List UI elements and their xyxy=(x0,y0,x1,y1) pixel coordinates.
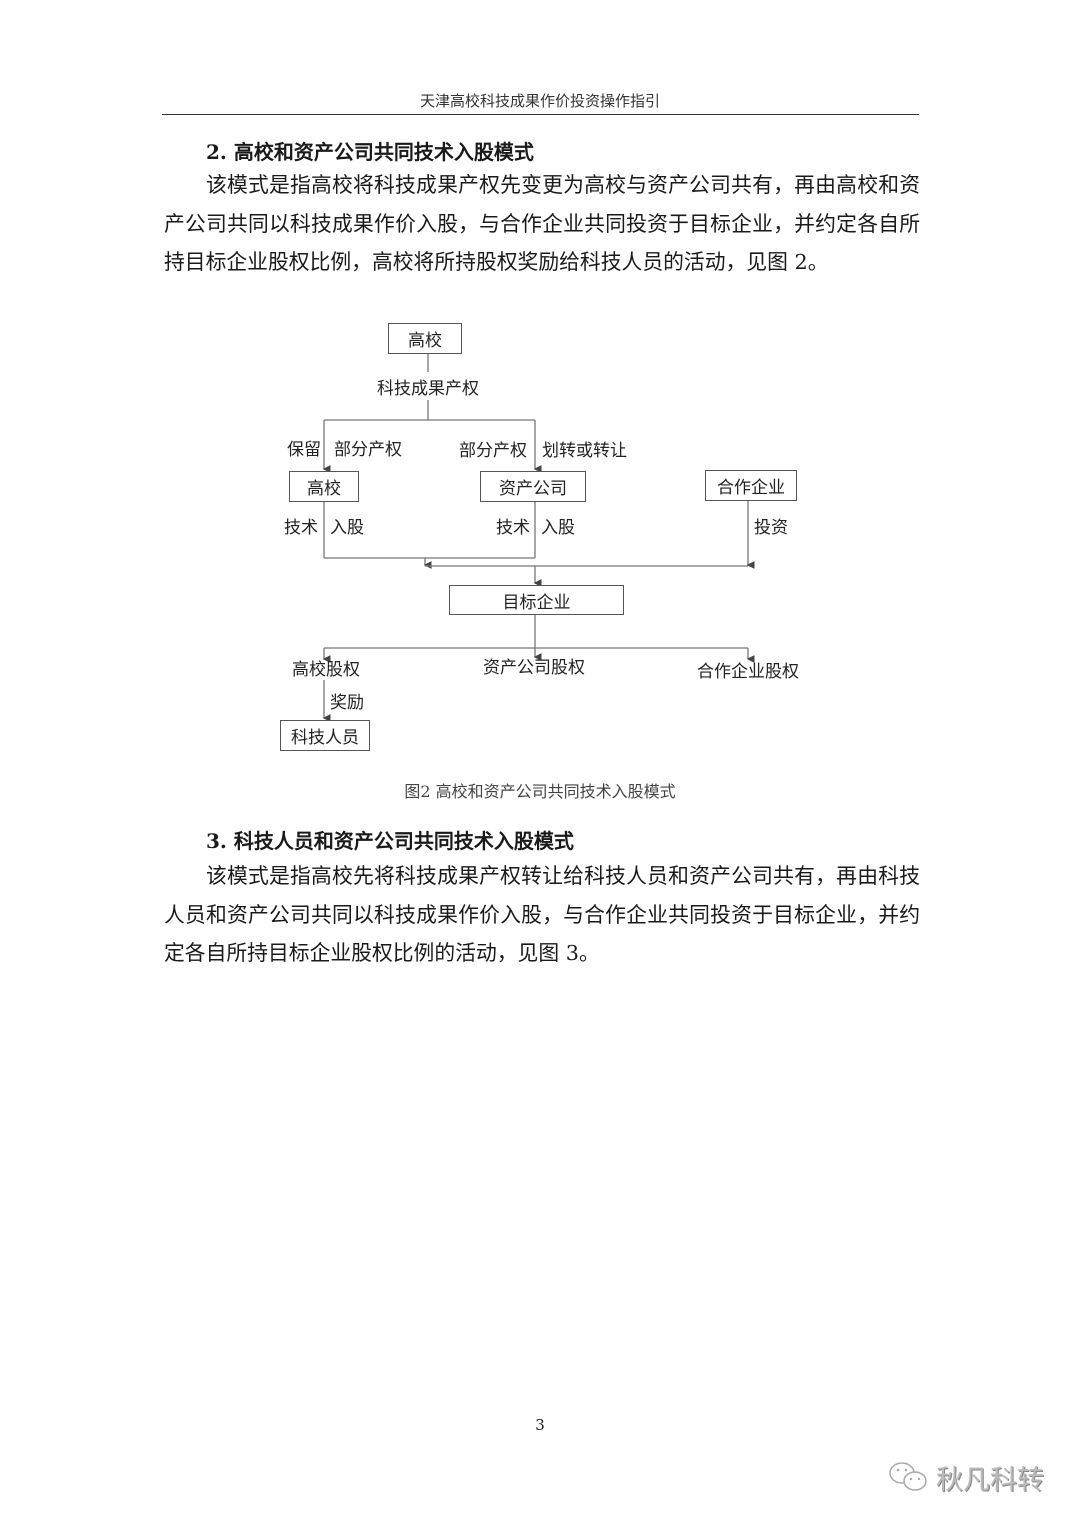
university-box: 高校 xyxy=(289,471,359,502)
university-top-box: 高校 xyxy=(388,323,462,354)
staff-box: 科技人员 xyxy=(280,720,370,751)
tech-right-label: 技术 xyxy=(496,518,530,538)
section-3-heading: 3. 科技人员和资产公司共同技术入股模式 xyxy=(206,829,574,853)
wechat-icon xyxy=(889,1461,927,1491)
watermark-text: 秋凡科转 xyxy=(936,1465,1044,1496)
flow-diagram: 高校 科技成果产权 保留 部分产权 部分产权 划转或转让 高校 资产公司 合作企… xyxy=(280,323,799,751)
tech-left-label: 技术 xyxy=(284,518,318,538)
equity-right-label: 入股 xyxy=(541,518,575,538)
invest-label: 投资 xyxy=(754,518,788,538)
transfer-label: 划转或转让 xyxy=(542,441,627,461)
target-company-box: 目标企业 xyxy=(449,585,624,615)
partner-equity-label: 合作企业股权 xyxy=(697,662,799,682)
university-equity-label: 高校股权 xyxy=(292,660,360,680)
partial-ip-left-label: 部分产权 xyxy=(334,440,402,460)
asset-company-box: 资产公司 xyxy=(480,471,586,502)
reward-label: 奖励 xyxy=(330,693,364,713)
ip-label: 科技成果产权 xyxy=(377,379,479,399)
diagram-connectors xyxy=(322,353,755,722)
section-2-paragraph: 该模式是指高校将科技成果产权先变更为高校与资产公司共有，再由高校和资产公司共同以… xyxy=(164,173,920,274)
section-2-heading: 2. 高校和资产公司共同技术入股模式 xyxy=(206,140,534,164)
asset-company-equity-label: 资产公司股权 xyxy=(483,658,585,678)
watermark: 秋凡科转 xyxy=(888,1458,1044,1497)
partial-ip-right-label: 部分产权 xyxy=(459,441,527,461)
equity-left-label: 入股 xyxy=(330,518,364,538)
running-header: 天津高校科技成果作价投资操作指引 xyxy=(419,92,660,110)
page-number: 3 xyxy=(535,1416,545,1434)
header-divider xyxy=(162,114,919,115)
retain-label: 保留 xyxy=(287,440,321,460)
section-3-paragraph: 该模式是指高校先将科技成果产权转让给科技人员和资产公司共有，再由科技人员和资产公… xyxy=(164,864,920,965)
partner-company-box: 合作企业 xyxy=(705,470,797,501)
figure-caption: 图2 高校和资产公司共同技术入股模式 xyxy=(404,782,676,801)
